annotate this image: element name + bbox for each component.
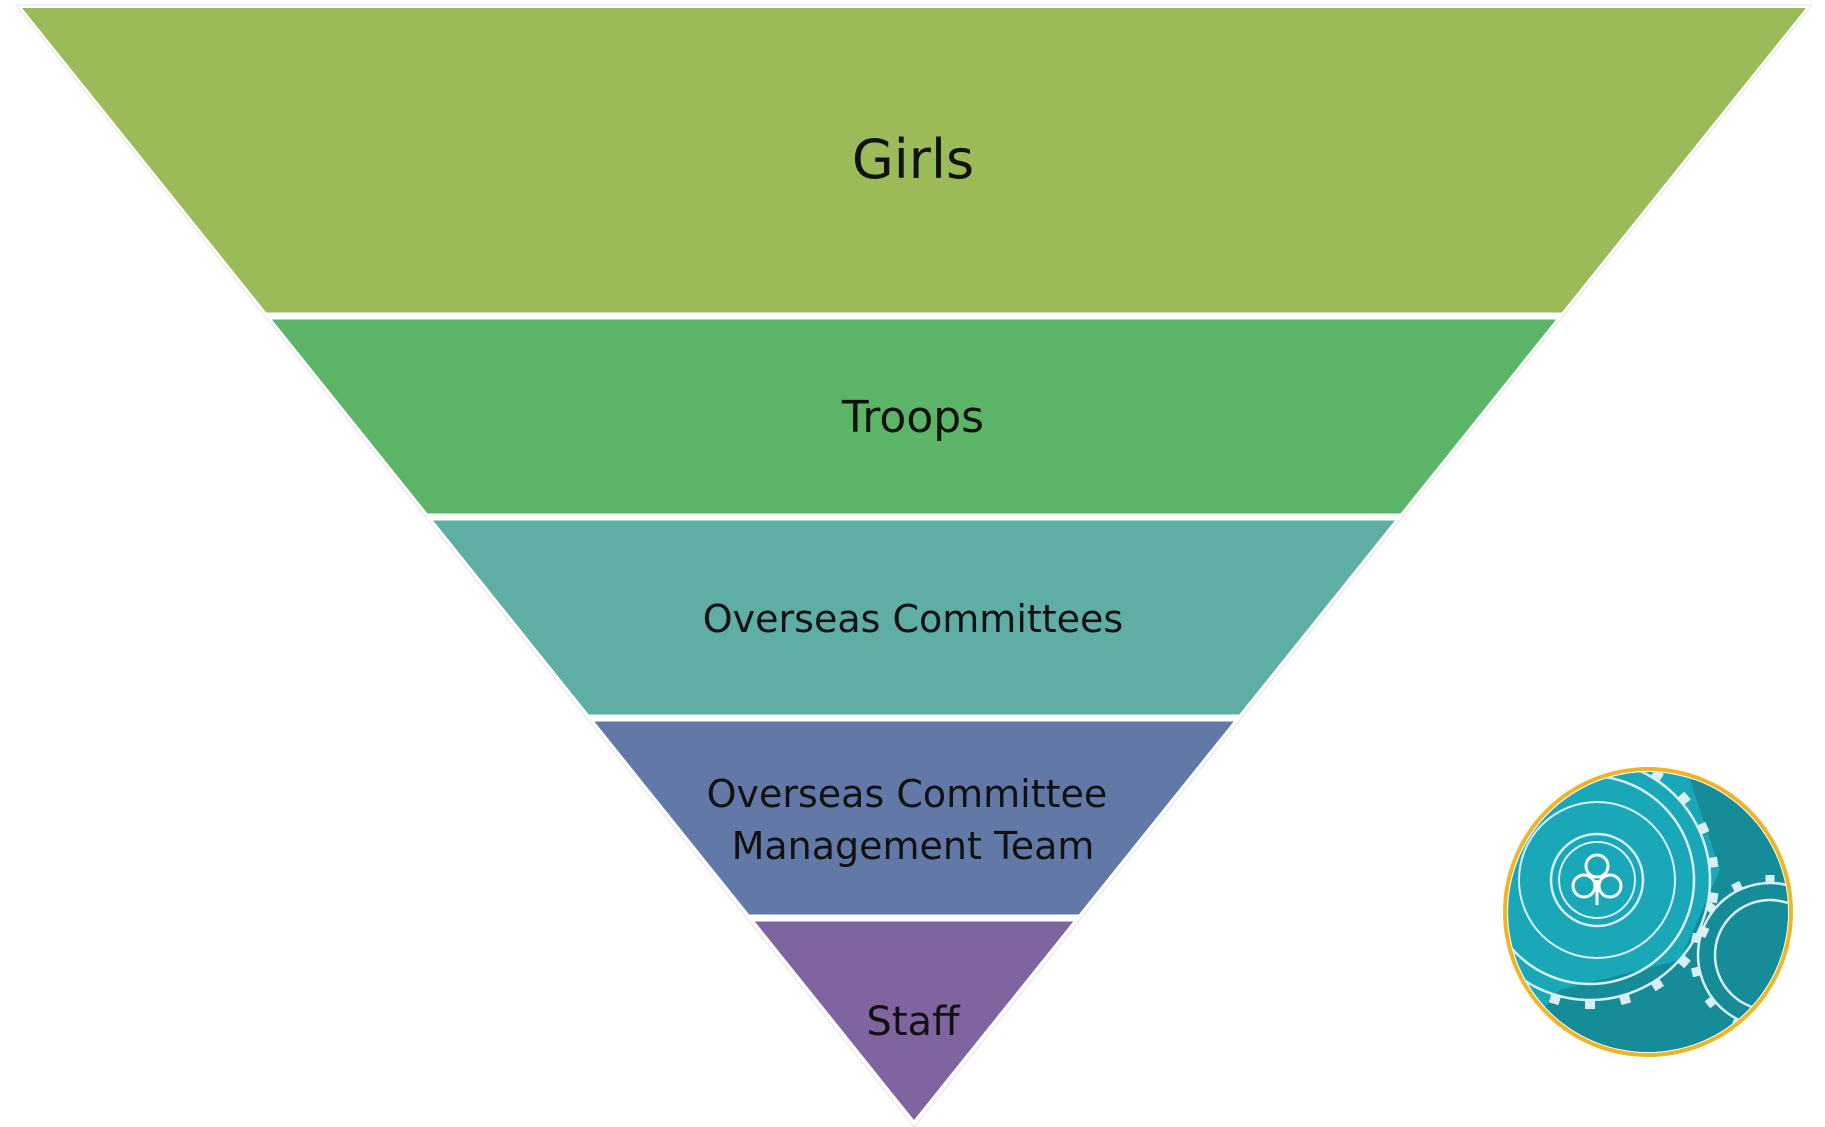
gear-tooth bbox=[1765, 1026, 1775, 1035]
gear-tooth bbox=[1462, 857, 1473, 868]
gear-tooth bbox=[1704, 901, 1718, 915]
gear-tooth bbox=[1585, 999, 1595, 1009]
gear-tooth bbox=[1797, 881, 1809, 893]
pyramid-labels: Girls Troops Overseas Committees Oversea… bbox=[703, 128, 1123, 1045]
gear-tooth bbox=[1731, 880, 1744, 893]
gear-tooth bbox=[1707, 891, 1719, 904]
gear-tooth bbox=[1676, 791, 1691, 806]
gear-tooth bbox=[1696, 821, 1710, 836]
trefoil-ring-middle bbox=[1549, 832, 1645, 928]
tier-management-team-label: Overseas Committee Management Team bbox=[707, 772, 1120, 868]
gear-tooth bbox=[1618, 992, 1632, 1006]
emblem-shade bbox=[1508, 780, 1788, 1052]
gear-tooth bbox=[1650, 977, 1664, 992]
tier-staff-band bbox=[754, 921, 1074, 1120]
gear-tooth bbox=[1707, 856, 1719, 869]
tier-girls-band bbox=[22, 8, 1806, 313]
wagggs-trefoil-gears-emblem-icon bbox=[1462, 751, 1809, 1057]
gear-tooth bbox=[1489, 954, 1503, 968]
gear-tooth bbox=[1489, 792, 1503, 806]
gear-tooth bbox=[1462, 892, 1473, 903]
gear-tooth bbox=[1619, 755, 1631, 767]
tier-overseas-committees-label: Overseas Committees bbox=[703, 597, 1123, 641]
tier-management-team-label-line-1: Overseas Committee bbox=[707, 772, 1108, 816]
gear-tooth bbox=[1797, 1017, 1809, 1029]
tier-girls-label: Girls bbox=[852, 128, 974, 191]
gear-tooth bbox=[1765, 875, 1775, 884]
tier-troops-band bbox=[271, 319, 1557, 514]
pyramid-tiers bbox=[22, 8, 1806, 1120]
trefoil-icon bbox=[1571, 853, 1623, 905]
tier-overseas-committees-band bbox=[433, 520, 1395, 715]
gear-tooth bbox=[1516, 772, 1530, 783]
tier-management-team-band bbox=[594, 721, 1234, 915]
gear-tooth bbox=[1549, 755, 1561, 767]
tier-staff-label: Staff bbox=[866, 999, 961, 1045]
trefoil-ring-inner bbox=[1558, 841, 1636, 919]
trefoil-ring-outer bbox=[1518, 801, 1676, 959]
gear-tooth bbox=[1676, 954, 1691, 969]
gear-tooth bbox=[1691, 966, 1702, 978]
gear-tooth bbox=[1704, 995, 1718, 1009]
gear-tooth bbox=[1548, 992, 1562, 1006]
tier-troops-label: Troops bbox=[841, 392, 984, 443]
gear-tooth bbox=[1471, 822, 1484, 835]
tier-management-team-label-line-2: Management Team bbox=[732, 824, 1095, 868]
gear-tooth bbox=[1691, 932, 1702, 944]
gear-tooth bbox=[1471, 925, 1484, 938]
gear-tooth bbox=[1585, 751, 1595, 761]
